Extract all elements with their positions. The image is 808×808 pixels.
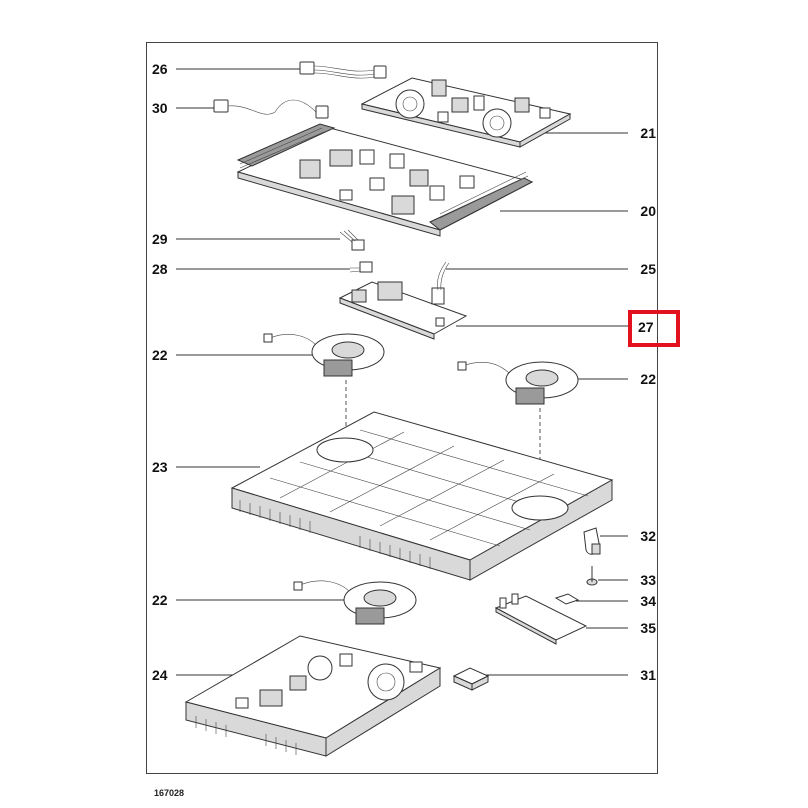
part-25-wire-lead — [437, 261, 450, 291]
callout-30: 30 — [152, 100, 168, 116]
callout-31: 31 — [640, 667, 656, 683]
callout-22-upper-right: 22 — [640, 371, 656, 387]
part-33-screw — [586, 566, 598, 586]
callout-28: 28 — [152, 261, 168, 277]
part-22-fan-upper-left — [263, 333, 385, 377]
part-34-clip — [554, 593, 580, 605]
part-32-bracket — [583, 527, 601, 555]
part-27-control-board — [338, 281, 468, 340]
part-30-sensor-cable — [213, 99, 329, 119]
callout-22-lower: 22 — [152, 592, 168, 608]
part-20-power-board — [236, 123, 534, 237]
part-28-connector — [349, 261, 373, 273]
callout-21: 21 — [640, 125, 656, 141]
callout-35: 35 — [640, 620, 656, 636]
part-21-filter-board — [360, 77, 572, 148]
callout-32: 32 — [640, 528, 656, 544]
part-22-fan-upper-right — [457, 361, 579, 405]
callout-34: 34 — [640, 593, 656, 609]
callout-22-upper-left: 22 — [152, 347, 168, 363]
highlight-box-27 — [628, 310, 680, 347]
callout-20: 20 — [640, 203, 656, 219]
callout-25: 25 — [640, 261, 656, 277]
leader-lines — [176, 68, 628, 676]
callout-26: 26 — [152, 61, 168, 77]
part-35-plate — [494, 593, 588, 645]
callout-33: 33 — [640, 572, 656, 588]
part-23-base-chassis — [230, 411, 614, 581]
diagram-frame — [146, 42, 658, 774]
callout-27: 27 — [638, 319, 654, 335]
part-31-cover — [452, 667, 490, 691]
part-29-connector — [339, 229, 365, 251]
figure-reference: 167028 — [154, 788, 185, 798]
callout-29: 29 — [152, 231, 168, 247]
part-22-fan-lower — [293, 580, 417, 625]
callout-24: 24 — [152, 667, 168, 683]
callout-23: 23 — [152, 459, 168, 475]
part-26-wire-harness — [299, 61, 387, 79]
part-24-lower-assembly — [184, 635, 442, 757]
